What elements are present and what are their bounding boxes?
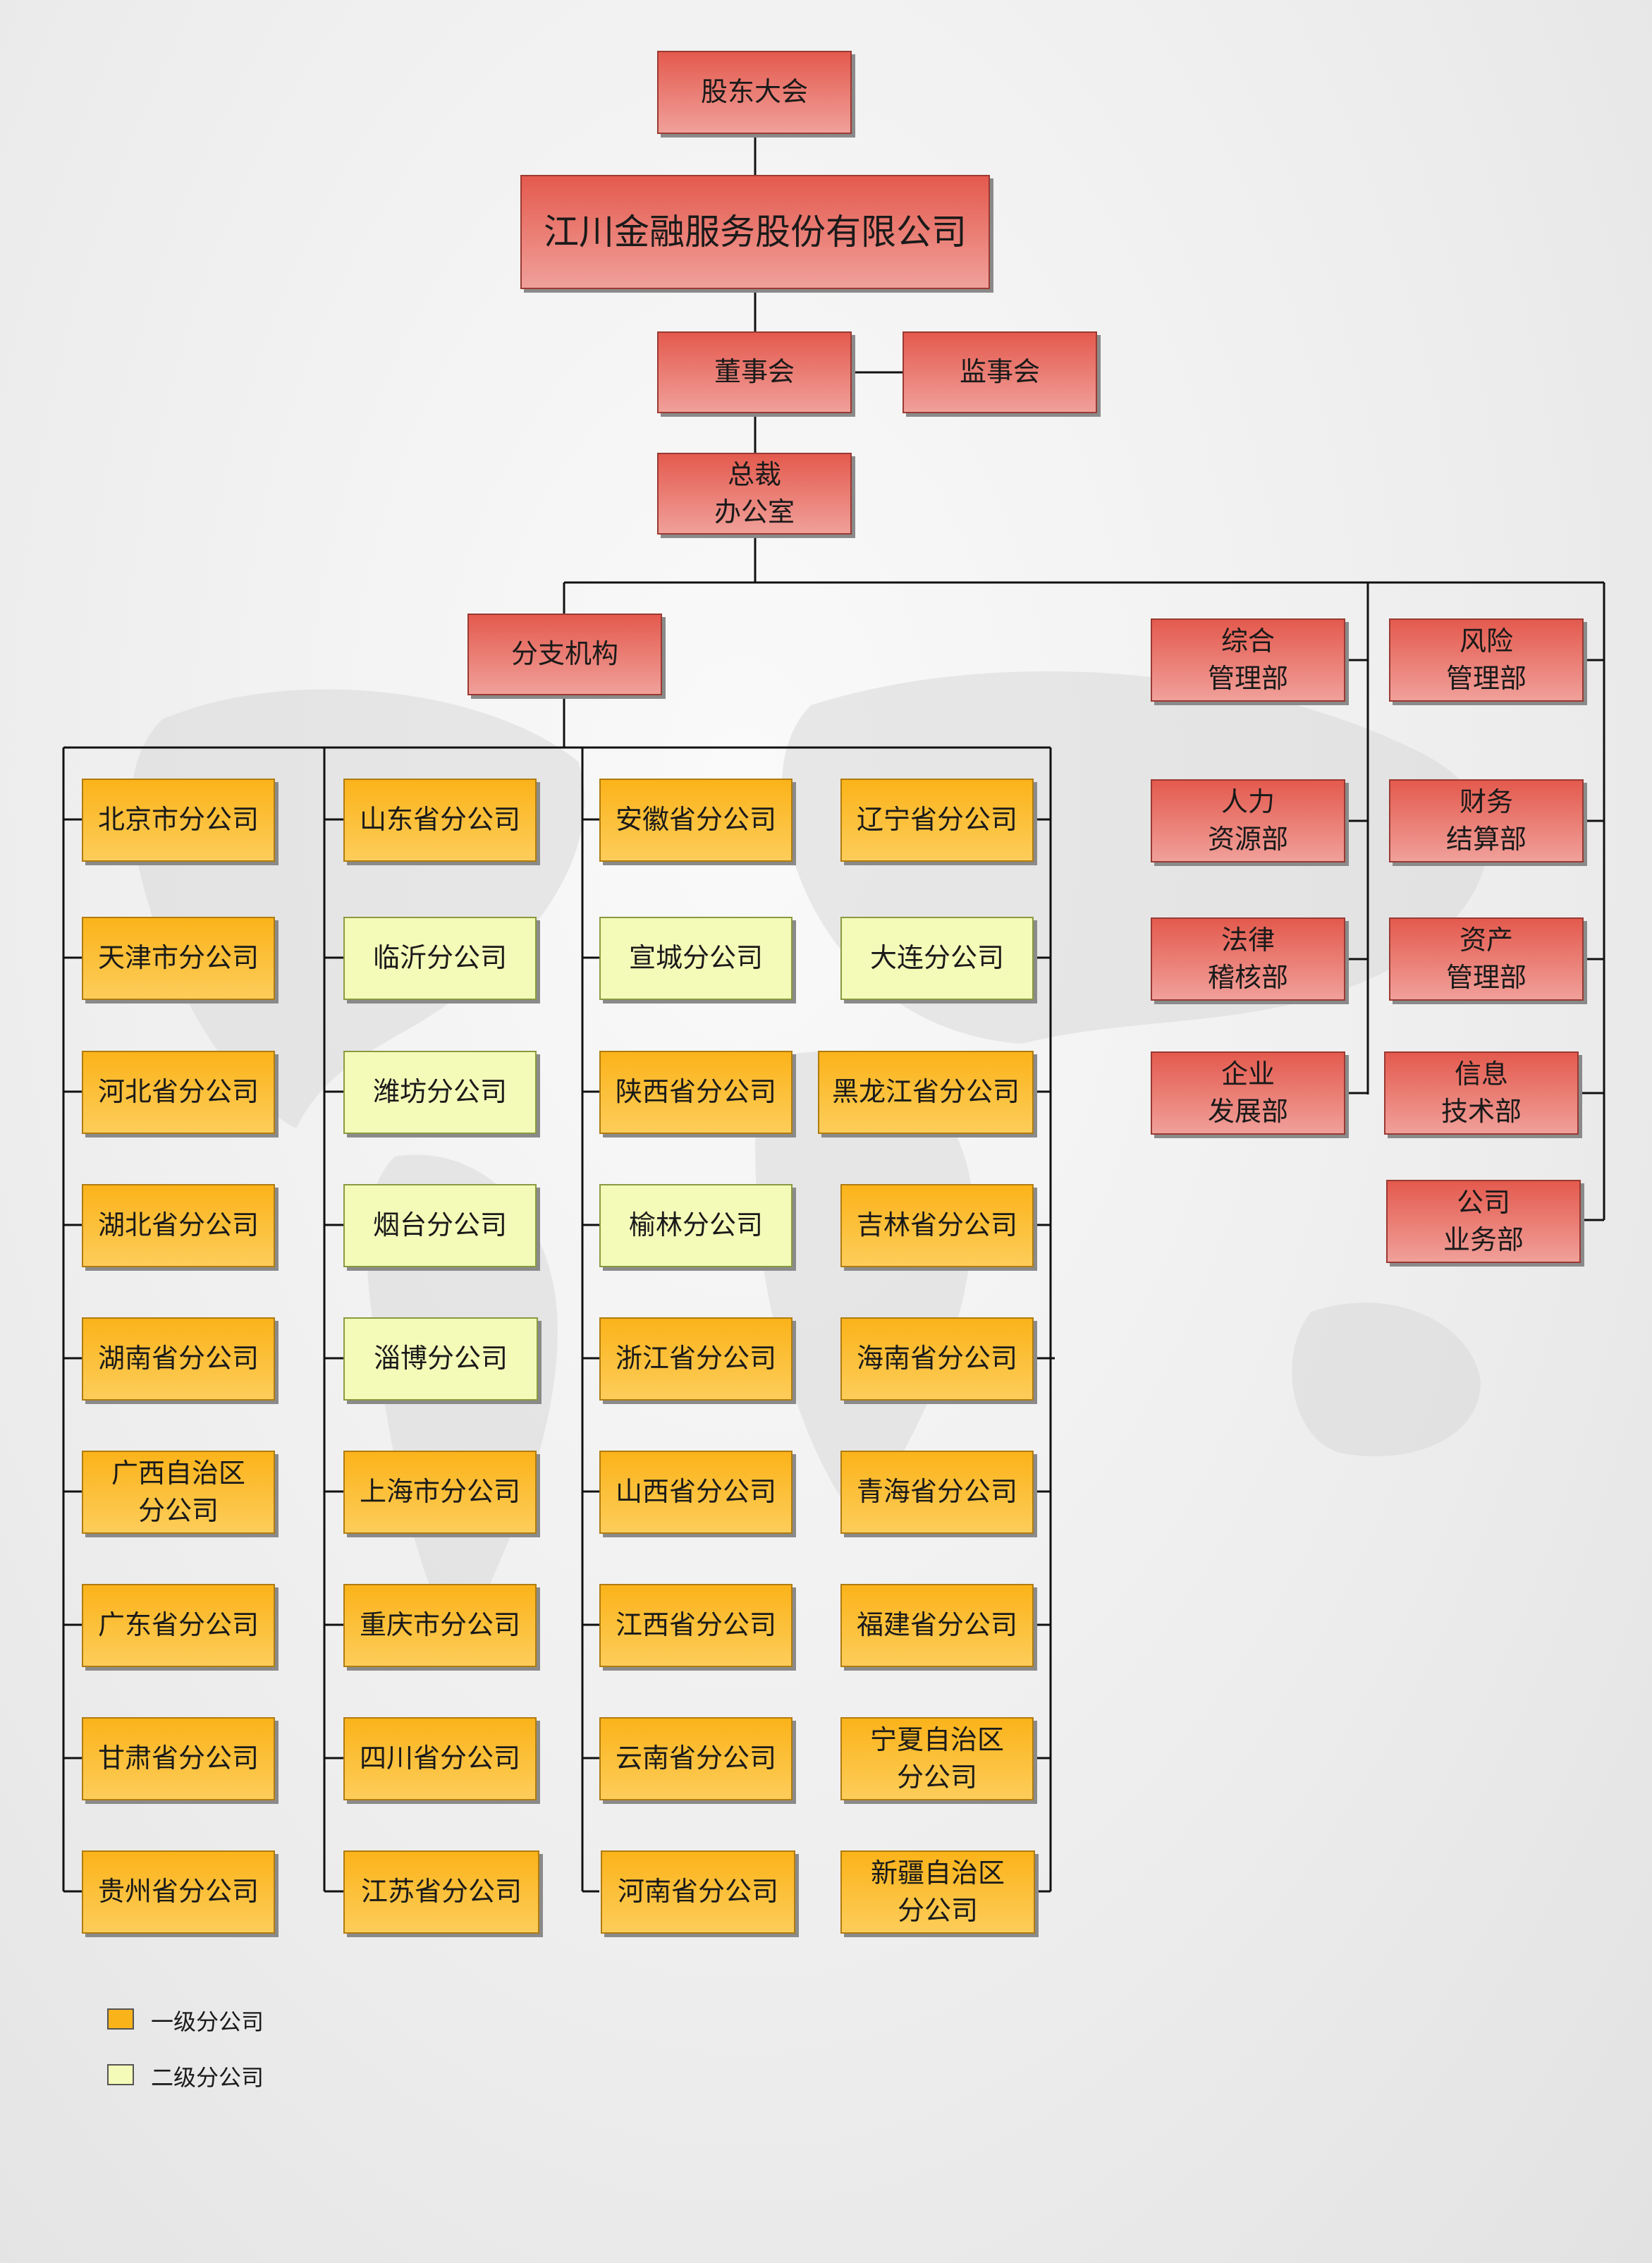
branch-node: 江苏省分公司	[343, 1850, 539, 1934]
department-node: 法律 稽核部	[1151, 917, 1345, 1001]
department-node: 企业 发展部	[1151, 1051, 1345, 1135]
branch-node: 辽宁省分公司	[840, 779, 1034, 862]
legend-level2-swatch	[107, 2064, 134, 2085]
branch-node: 云南省分公司	[599, 1717, 793, 1800]
branch-node: 山东省分公司	[343, 779, 537, 862]
department-node: 财务 结算部	[1389, 779, 1584, 862]
legend-level2-label: 二级分公司	[151, 2064, 264, 2091]
branch-node: 新疆自治区 分公司	[840, 1850, 1035, 1934]
branch-node: 甘肃省分公司	[82, 1717, 275, 1800]
sub-branch-node: 潍坊分公司	[343, 1051, 537, 1134]
sub-branch-node: 临沂分公司	[343, 917, 537, 1000]
company-node: 江川金融服务股份有限公司	[520, 175, 990, 289]
branch-node: 福建省分公司	[840, 1584, 1034, 1667]
branch-node: 上海市分公司	[343, 1451, 537, 1534]
branch-node: 广东省分公司	[82, 1584, 275, 1667]
branch-node: 黑龙江省分公司	[818, 1051, 1034, 1134]
branch-node: 北京市分公司	[82, 779, 275, 862]
department-node: 人力 资源部	[1151, 779, 1345, 862]
branch-node: 浙江省分公司	[599, 1317, 793, 1401]
branch-node: 天津市分公司	[82, 917, 275, 1000]
branches-node: 分支机构	[467, 614, 662, 695]
department-node: 资产 管理部	[1389, 917, 1584, 1001]
department-node: 信息 技术部	[1384, 1051, 1579, 1135]
branch-node: 吉林省分公司	[840, 1184, 1034, 1267]
branch-node: 安徽省分公司	[599, 779, 793, 862]
branch-node: 湖南省分公司	[82, 1317, 275, 1401]
president-office-node: 总裁 办公室	[657, 453, 852, 535]
branch-node: 河南省分公司	[601, 1850, 795, 1934]
sub-branch-node: 大连分公司	[840, 917, 1034, 1000]
branch-node: 陕西省分公司	[599, 1051, 793, 1134]
supervisors-node: 监事会	[903, 331, 1097, 413]
branch-node: 湖北省分公司	[82, 1184, 275, 1267]
department-node: 风险 管理部	[1389, 618, 1584, 702]
shareholders-meeting-node: 股东大会	[657, 51, 852, 134]
board-node: 董事会	[657, 331, 852, 413]
branch-node: 宁夏自治区 分公司	[840, 1717, 1034, 1800]
sub-branch-node: 烟台分公司	[343, 1184, 537, 1267]
legend-level1-label: 一级分公司	[151, 2008, 264, 2035]
branch-node: 青海省分公司	[840, 1451, 1034, 1534]
legend-level1-swatch	[107, 2008, 134, 2030]
sub-branch-node: 淄博分公司	[343, 1317, 538, 1401]
branch-node: 四川省分公司	[343, 1717, 537, 1800]
department-node: 综合 管理部	[1151, 618, 1345, 702]
branch-node: 江西省分公司	[599, 1584, 793, 1667]
sub-branch-node: 榆林分公司	[599, 1184, 793, 1267]
department-node: 公司 业务部	[1386, 1180, 1581, 1263]
branch-node: 广西自治区 分公司	[82, 1451, 275, 1534]
branch-node: 贵州省分公司	[82, 1850, 275, 1934]
sub-branch-node: 宣城分公司	[599, 917, 793, 1000]
branch-node: 海南省分公司	[840, 1317, 1034, 1401]
branch-node: 重庆市分公司	[343, 1584, 537, 1667]
branch-node: 河北省分公司	[82, 1051, 275, 1134]
branch-node: 山西省分公司	[599, 1451, 793, 1534]
